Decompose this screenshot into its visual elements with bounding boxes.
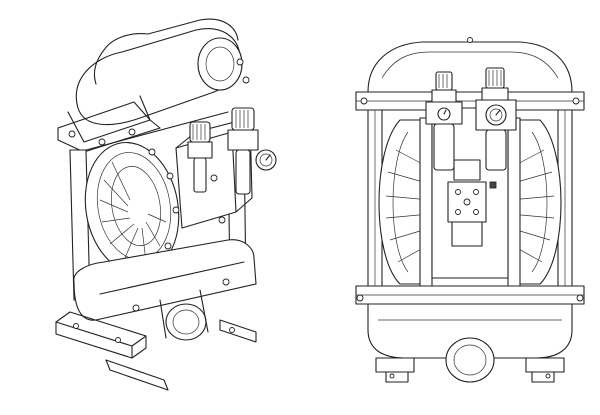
front-right-diaphragm <box>507 117 562 287</box>
air-filter-regulator-icon <box>485 104 507 126</box>
pressure-gauge-icon <box>437 107 451 121</box>
front-view <box>355 37 585 383</box>
pressure-gauge-icon <box>255 149 277 171</box>
iso-bottom-manifold <box>55 239 257 391</box>
front-center-air-valve <box>425 67 517 279</box>
front-bottom-manifold <box>355 285 585 383</box>
iso-air-control-unit <box>175 107 277 229</box>
iso-top-manifold <box>57 18 250 153</box>
front-left-diaphragm <box>378 117 433 287</box>
isometric-view <box>55 18 277 391</box>
front-top-manifold <box>355 37 585 111</box>
